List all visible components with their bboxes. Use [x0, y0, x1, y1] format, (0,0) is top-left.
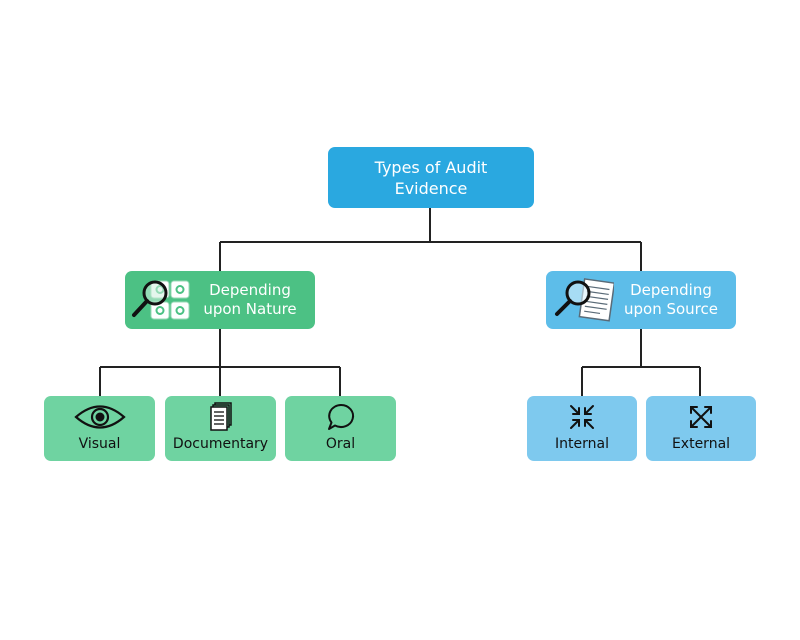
speech-bubble-icon — [327, 403, 354, 430]
leaf-node-external: External — [646, 396, 756, 461]
leaf-node-oral: Oral — [285, 396, 396, 461]
leaf-node-documentary: Documentary — [165, 396, 276, 461]
leaf-label-external: External — [671, 436, 731, 452]
leaf-label-documentary: Documentary — [172, 436, 269, 452]
leaf-label-oral: Oral — [325, 436, 356, 452]
documents-icon — [209, 402, 232, 431]
arrows-outward-icon — [690, 406, 712, 428]
category-label-source: Depending upon Source — [624, 281, 718, 318]
root-label: Types of Audit Evidence — [374, 157, 488, 198]
category-node-nature: Depending upon Nature — [125, 271, 315, 329]
leaf-label-visual: Visual — [78, 436, 121, 452]
arrows-inward-icon — [570, 405, 594, 429]
category-node-source: Depending upon Source — [546, 271, 736, 329]
leaf-label-internal: Internal — [555, 436, 609, 452]
magnifier-document-icon — [555, 278, 614, 322]
eye-icon — [73, 405, 126, 429]
leaf-node-visual: Visual — [44, 396, 155, 461]
leaf-node-internal: Internal — [527, 396, 637, 461]
magnifier-gears-icon — [132, 280, 190, 320]
root-node: Types of Audit Evidence — [328, 147, 534, 208]
category-label-nature: Depending upon Nature — [203, 281, 297, 318]
